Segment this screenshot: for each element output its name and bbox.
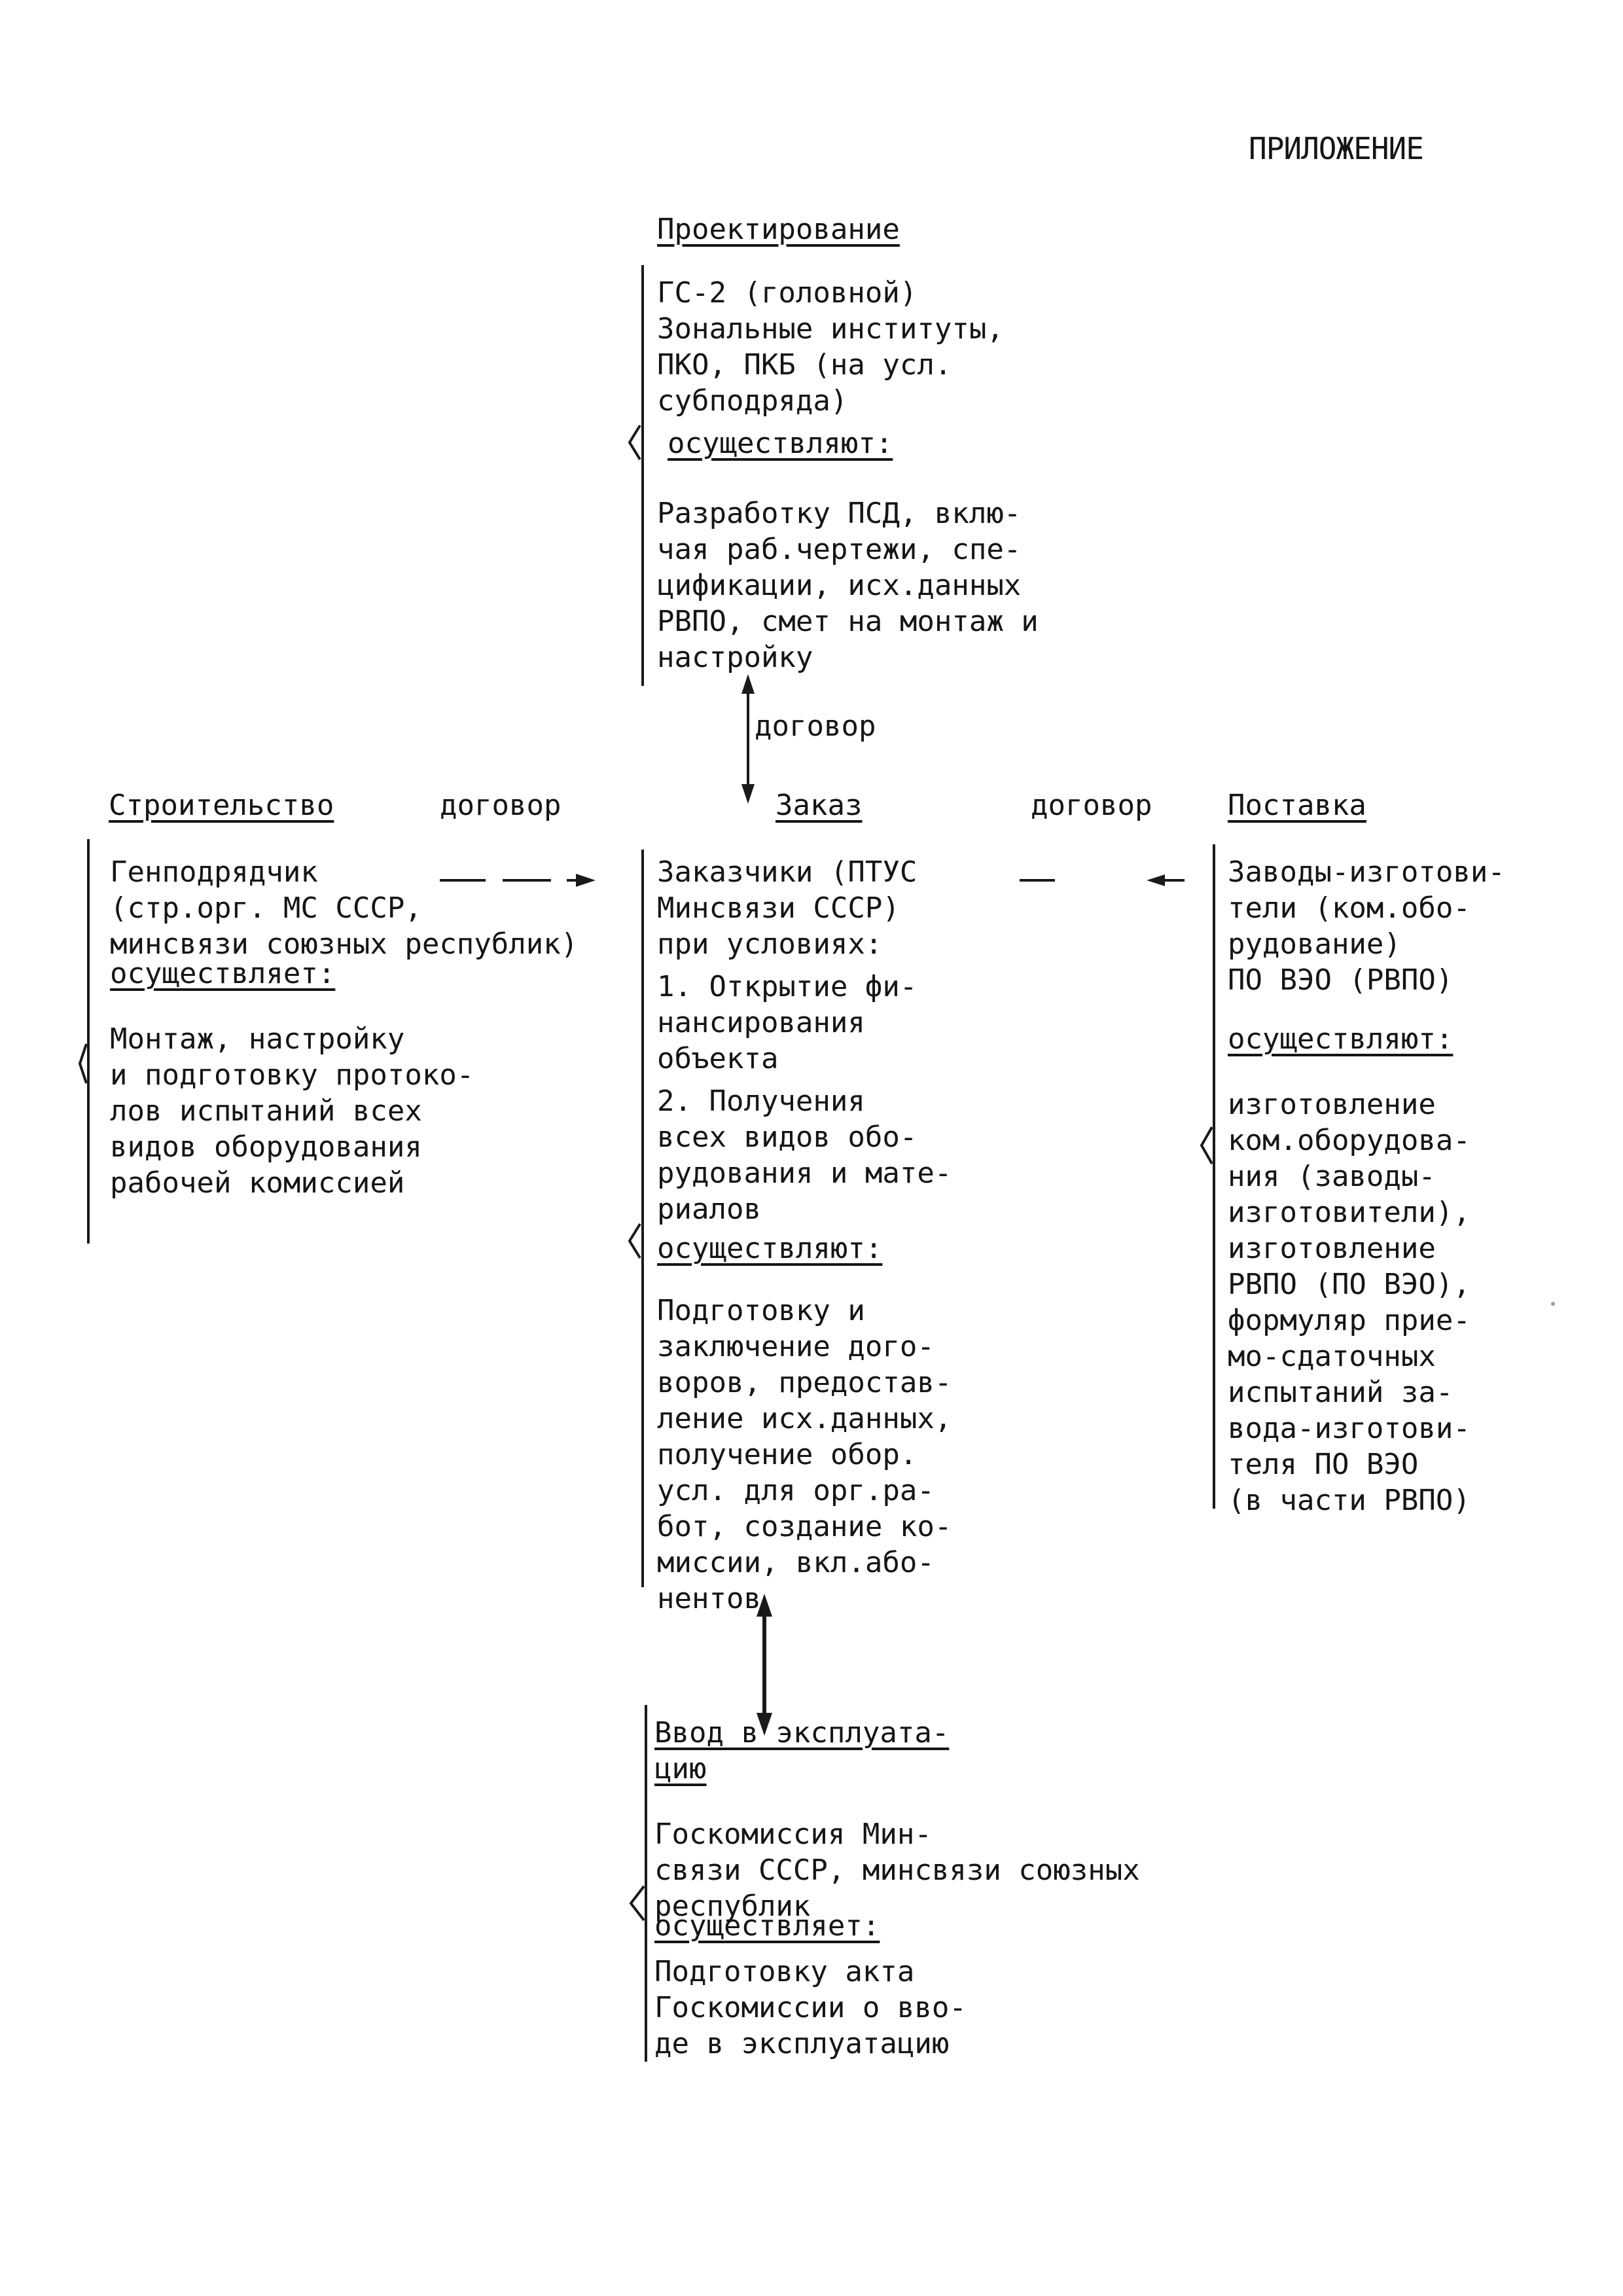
supply-bracket-tick: [1200, 1126, 1213, 1164]
design-order-arrowhead-down: [741, 784, 755, 804]
order-condition-2: 2. Получения всех видов обо- рудования и…: [657, 1085, 952, 1226]
supply-executors: Заводы-изготови- тели (ком.обо- рудовани…: [1228, 855, 1505, 997]
scan-speck: [1551, 1302, 1555, 1306]
design-bracket-tick: [628, 424, 641, 461]
design-tasks: Разработку ПСД, вклю- чая раб.чертежи, с…: [657, 497, 1039, 674]
commissioning-role: осуществляет:: [654, 1909, 880, 1943]
construction-executors: Генподрядчик (стр.орг. МС СССР, минсвязи…: [110, 855, 579, 961]
design-role: осуществляют:: [668, 427, 893, 460]
order-role: осуществляют:: [657, 1232, 883, 1265]
construction-order-arrowhead: [576, 874, 596, 887]
design-heading: Проектирование: [657, 213, 900, 246]
commissioning-heading: Ввод в эксплуата- цию: [654, 1716, 950, 1785]
order-supply-contract-label: договор: [1031, 789, 1152, 822]
design-order-arrowhead-up: [741, 674, 755, 694]
order-tasks: Подготовку и заключение дого- воров, пре…: [657, 1294, 952, 1615]
order-commissioning-arrowhead-down: [757, 1713, 772, 1736]
order-bracket-tick: [628, 1223, 641, 1259]
construction-tasks: Монтаж, настройку и подготовку протоко- …: [110, 1022, 474, 1200]
commissioning-bracket-tick: [629, 1885, 645, 1922]
design-order-contract-label: договор: [755, 709, 876, 743]
commissioning-executors: Госкомиссия Мин- связи СССР, минсвязи со…: [654, 1818, 1140, 1923]
order-supply-arrowhead: [1147, 874, 1165, 886]
construction-role: осуществляет:: [110, 957, 336, 990]
appendix-label: ПРИЛОЖЕНИЕ: [1249, 131, 1424, 166]
order-condition-1: 1. Открытие фи- нансирования объекта: [657, 970, 918, 1075]
order-commissioning-arrowhead-up: [757, 1594, 772, 1617]
order-executors: Заказчики (ПТУС Минсвязи СССР) при услов…: [657, 855, 918, 961]
construction-heading: Строительство: [109, 789, 334, 822]
order-heading: Заказ: [776, 789, 863, 822]
design-executors: ГС-2 (головной) Зональные институты, ПКО…: [657, 276, 1004, 418]
construction-bracket-tick: [78, 1043, 88, 1084]
supply-tasks: изготовление ком.оборудова- ния (заводы-…: [1228, 1088, 1471, 1517]
supply-role: осуществляют:: [1228, 1022, 1454, 1056]
construction-order-contract-label: договор: [440, 789, 562, 822]
supply-heading: Поставка: [1228, 789, 1366, 822]
commissioning-tasks: Подготовку акта Госкомиссии о вво- де в …: [654, 1955, 967, 2060]
